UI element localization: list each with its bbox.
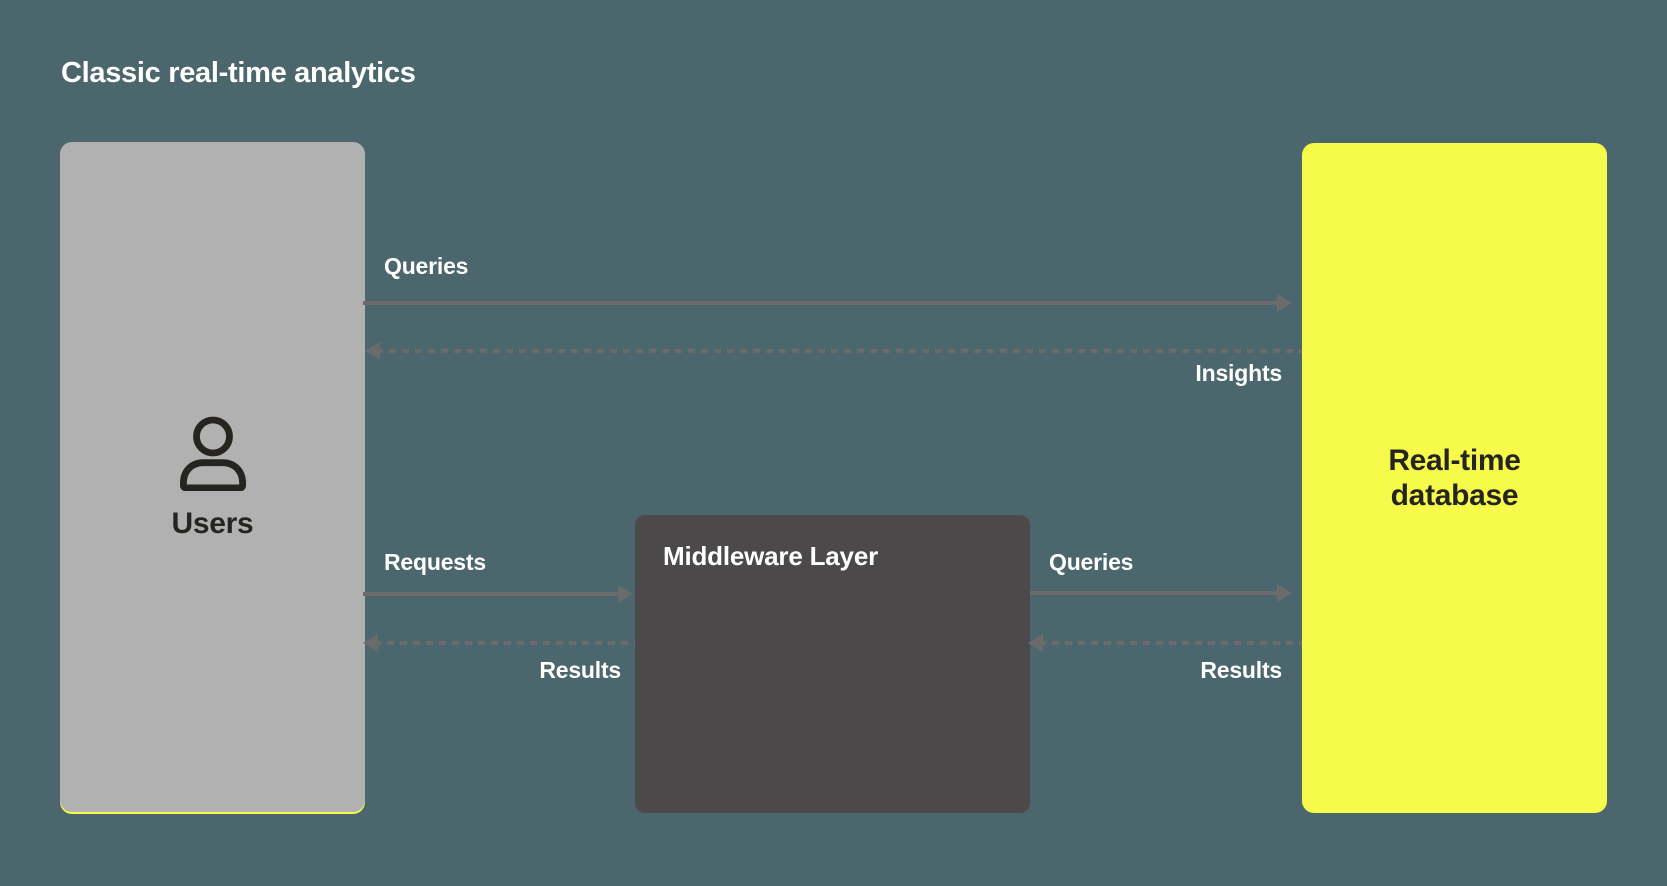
arrowhead-right-icon	[1277, 294, 1292, 312]
arrow-shaft	[363, 301, 1281, 305]
arrowhead-left-icon	[365, 342, 380, 360]
flow-label-insights: Insights	[1195, 360, 1282, 386]
arrow-shaft	[363, 592, 622, 596]
flow-label-results-left: Results	[539, 657, 621, 683]
arrow-shaft	[374, 641, 635, 645]
arrowhead-right-icon	[618, 585, 633, 603]
arrow-shaft	[1039, 641, 1302, 645]
middleware-node: Middleware Layer	[635, 515, 1030, 813]
arrowhead-left-icon	[363, 634, 378, 652]
flow-label-results-right: Results	[1200, 657, 1282, 683]
arrow-results-database-to-middleware	[1028, 634, 1302, 652]
arrow-shaft	[1030, 591, 1281, 595]
users-node-label: Users	[171, 507, 254, 540]
middleware-node-label: Middleware Layer	[663, 541, 878, 571]
arrow-requests-users-to-middleware	[363, 585, 633, 603]
arrowhead-left-icon	[1028, 634, 1043, 652]
user-icon	[179, 413, 246, 491]
arrow-results-middleware-to-users	[363, 634, 635, 652]
arrow-queries-middleware-to-database	[1030, 584, 1292, 602]
users-node: Users	[60, 142, 365, 812]
arrow-shaft	[376, 349, 1302, 353]
diagram-title: Classic real-time analytics	[61, 57, 416, 89]
flow-label-queries-right: Queries	[1049, 549, 1134, 575]
arrow-queries-users-to-database	[363, 294, 1292, 312]
database-node: Real-time database	[1302, 143, 1607, 813]
arrow-insights-database-to-users	[365, 342, 1302, 360]
flow-label-queries-top: Queries	[384, 253, 469, 279]
flow-label-requests: Requests	[384, 549, 486, 575]
database-node-label: Real-time database	[1388, 443, 1521, 512]
arrowhead-right-icon	[1277, 584, 1292, 602]
